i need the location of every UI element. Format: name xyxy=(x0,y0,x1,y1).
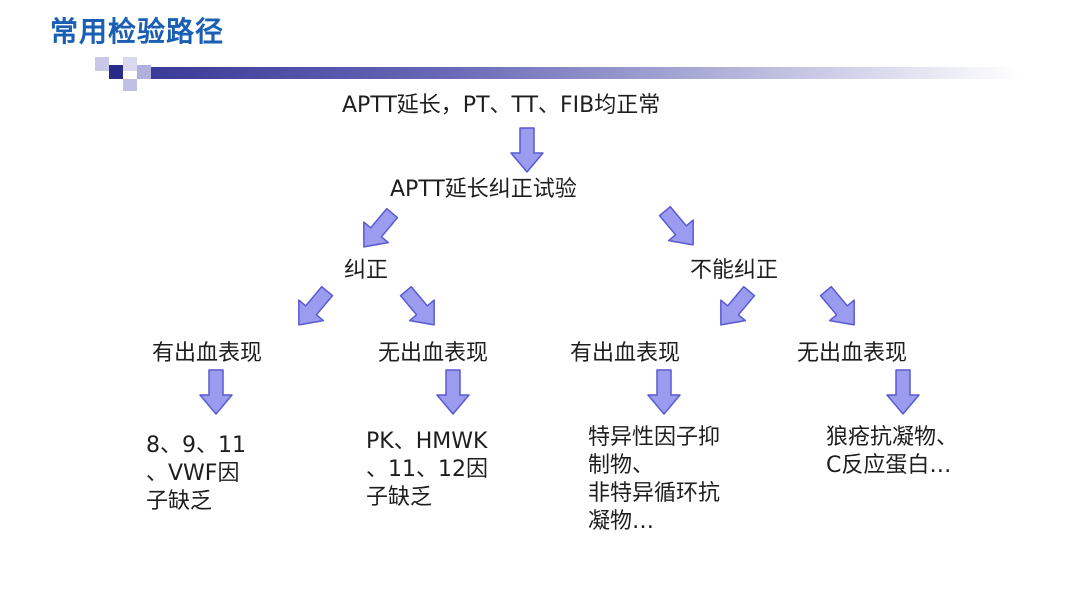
result-line: 制物、 xyxy=(588,453,655,478)
arrow-bleeding-1-to-result xyxy=(199,369,233,415)
arrow-no-bleeding-1-to-result xyxy=(436,369,470,415)
result-line: 8、9、11 xyxy=(146,433,246,458)
result-factor-deficiency-2: PK、HMWK 、11、12因 子缺乏 xyxy=(366,428,488,512)
arrow-no-bleeding-2-to-result xyxy=(886,369,920,415)
result-line: C反应蛋白… xyxy=(826,453,952,478)
arrow-start-to-test xyxy=(510,127,544,173)
branch-not-corrected: 不能纠正 xyxy=(690,258,779,283)
arrow-corrected-to-bleeding xyxy=(285,280,341,336)
branch-corrected: 纠正 xyxy=(344,258,389,283)
arrow-not-corrected-to-no-bleeding xyxy=(812,280,868,336)
arrow-not-corrected-to-bleeding xyxy=(707,280,763,336)
start-condition: APTT延长，PT、TT、FIB均正常 xyxy=(342,93,661,118)
result-line: 、11、12因 xyxy=(366,457,488,482)
result-line: 狼疮抗凝物、 xyxy=(826,425,959,450)
arrow-test-to-not-corrected xyxy=(651,200,707,256)
result-inhibitors: 特异性因子抑 制物、 非特异循环抗 凝物… xyxy=(588,424,720,536)
result-line: 、VWF因 xyxy=(146,461,240,486)
result-line: 非特异循环抗 xyxy=(588,481,721,506)
slide-title: 常用检验路径 xyxy=(50,15,225,48)
arrow-test-to-corrected xyxy=(350,202,406,258)
result-factor-deficiency-1: 8、9、11 、VWF因 子缺乏 xyxy=(146,432,246,516)
node-no-bleeding-1: 无出血表现 xyxy=(378,341,489,366)
result-line: 子缺乏 xyxy=(366,485,433,510)
correction-test: APTT延长纠正试验 xyxy=(390,177,577,202)
result-line: PK、HMWK xyxy=(366,429,488,454)
title-decoration-bar xyxy=(95,57,1020,91)
node-bleeding-2: 有出血表现 xyxy=(570,341,681,366)
result-lupus-anticoagulant: 狼疮抗凝物、 C反应蛋白… xyxy=(826,424,958,480)
node-no-bleeding-2: 无出血表现 xyxy=(797,341,908,366)
arrow-corrected-to-no-bleeding xyxy=(392,280,448,336)
result-line: 子缺乏 xyxy=(146,489,213,514)
result-line: 特异性因子抑 xyxy=(588,425,721,450)
arrow-bleeding-2-to-result xyxy=(647,369,681,415)
node-bleeding-1: 有出血表现 xyxy=(152,341,263,366)
result-line: 凝物… xyxy=(588,509,655,534)
